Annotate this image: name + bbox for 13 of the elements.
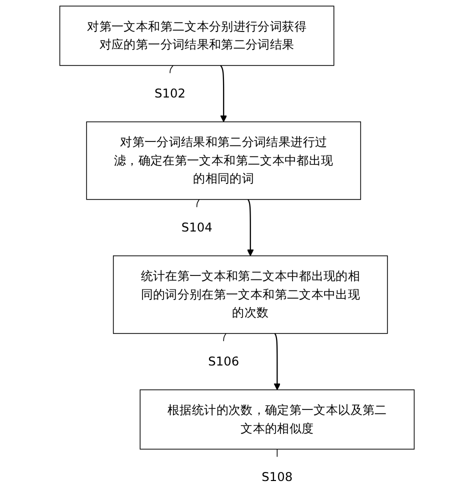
- connector: [196, 199, 200, 208]
- node-box: 对第一分词结果和第二分词结果进行过滤，确定在第一文本和第二文本中都出现的相同的词: [86, 121, 362, 200]
- connector: [170, 65, 174, 74]
- node-text: S106: [208, 354, 240, 368]
- arrow: [220, 65, 227, 122]
- node-text: S102: [154, 86, 186, 100]
- node-box: 对第一文本和第二文本分别进行分词获得对应的第一分词结果和第二分词结果: [59, 6, 334, 66]
- arrow: [274, 333, 281, 390]
- node-box: 统计在第一文本和第二文本中都出现的相同的词分别在第一文本和第二文本中出现的次数: [112, 255, 388, 334]
- node-text: S108: [262, 470, 293, 484]
- node-text: S104: [181, 220, 212, 234]
- node-box: 根据统计的次数，确定第一文本以及第二文本的相似度: [140, 389, 415, 450]
- arrow: [247, 199, 254, 256]
